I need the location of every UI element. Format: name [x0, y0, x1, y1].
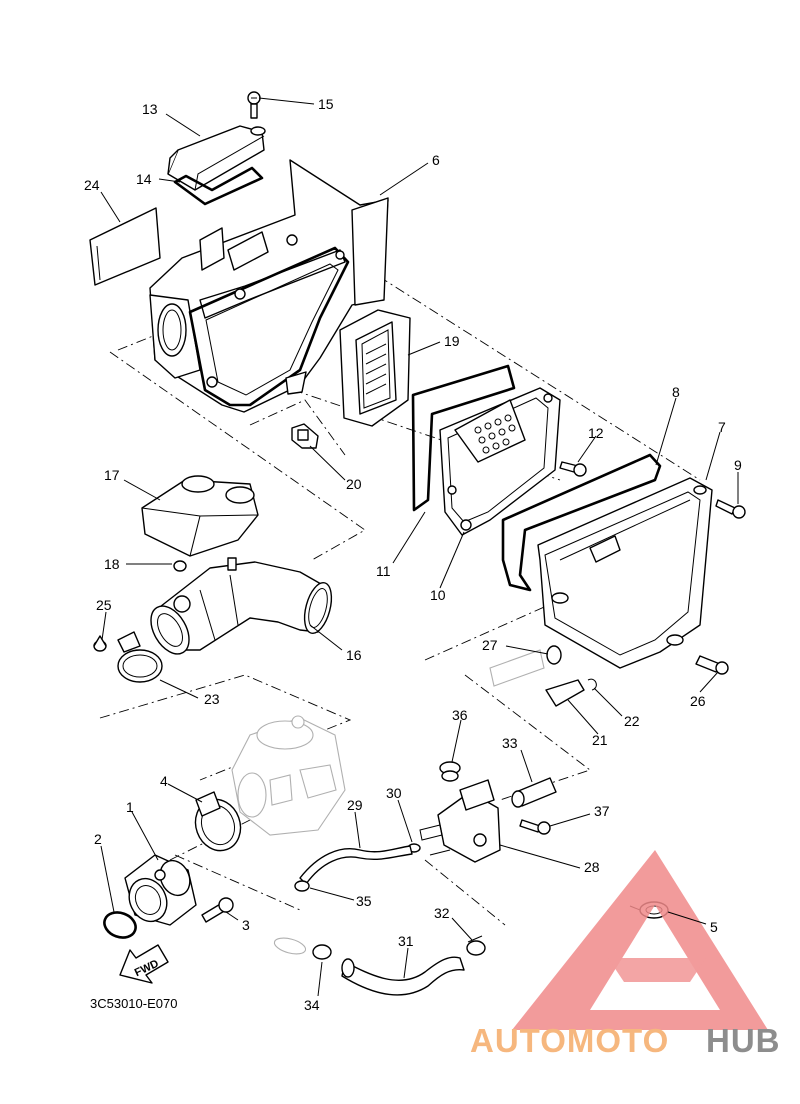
callout-7: 7: [718, 419, 726, 435]
part-15-screw: [247, 91, 261, 119]
part-12-screw: [559, 461, 587, 477]
part-1-manifold: [124, 854, 197, 926]
callout-10: 10: [430, 587, 446, 603]
carburetor-reference: [231, 715, 346, 836]
plate-holes: [474, 414, 516, 454]
part-9-screw: [715, 499, 746, 519]
automotohub-logo: [512, 850, 768, 1030]
part-32-clip: [466, 935, 486, 956]
callout-21: 21: [592, 732, 608, 748]
part-37-bolt: [519, 819, 551, 835]
callout-18: 18: [104, 556, 120, 572]
part-19-filter: [339, 309, 411, 427]
part-33-hose: [511, 777, 557, 808]
callout-20: 20: [346, 476, 362, 492]
fwd-arrow: FWD: [119, 944, 169, 984]
callout-30: 30: [386, 785, 402, 801]
callout-5: 5: [710, 919, 718, 935]
callout-29: 29: [347, 797, 363, 813]
callout-34: 34: [304, 997, 320, 1013]
part-7-cover: [537, 477, 713, 669]
callout-13: 13: [142, 101, 158, 117]
callout-11: 11: [376, 563, 391, 579]
callout-37: 37: [594, 803, 610, 819]
part-6-air-box: [149, 159, 389, 413]
callout-6: 6: [432, 152, 440, 168]
callout-15: 15: [318, 96, 334, 112]
part-16-intake-joint: [150, 557, 333, 655]
part-20-clip: [291, 423, 319, 449]
part-23-clamp: [117, 631, 163, 683]
part-25-plug: [93, 635, 107, 652]
callout-17: 17: [104, 467, 120, 483]
callout-23: 23: [204, 691, 220, 707]
part-3-bolt: [201, 897, 234, 923]
callouts: 13 15 14 6 24 19 8 12 7 9 20 17 18 11 10…: [84, 96, 742, 1013]
callout-33: 33: [502, 735, 518, 751]
callout-24: 24: [84, 177, 100, 193]
part-36-grommet: [439, 761, 461, 782]
callout-16: 16: [346, 647, 362, 663]
part-11-gasket: [411, 364, 516, 512]
diagram-code: 3C53010-E070: [90, 996, 177, 1011]
part-29-hose: [299, 845, 413, 885]
callout-2: 2: [94, 831, 102, 847]
part-17-foam: [141, 475, 259, 557]
callout-19: 19: [444, 333, 460, 349]
part-27-hose: [489, 645, 562, 687]
callout-35: 35: [356, 893, 372, 909]
callout-25: 25: [96, 597, 112, 613]
callout-28: 28: [584, 859, 600, 875]
part-35-clip: [294, 880, 310, 892]
callout-36: 36: [452, 707, 468, 723]
callout-27: 27: [482, 637, 498, 653]
watermark-text-hub: HUB: [706, 1022, 781, 1059]
callout-26: 26: [690, 693, 706, 709]
part-31-hose: [341, 956, 465, 996]
part-13-cover: [167, 125, 266, 191]
part-28-valve: [419, 779, 501, 863]
callout-8: 8: [672, 384, 680, 400]
callout-9: 9: [734, 457, 742, 473]
part-22-clip: [587, 678, 597, 691]
callout-4: 4: [160, 773, 168, 789]
callout-31: 31: [398, 933, 414, 949]
part-10-plate: [439, 387, 561, 536]
part-34-clip: [273, 937, 332, 960]
part-26-bolt: [695, 655, 729, 675]
part-4-clamp: [194, 791, 242, 852]
part-18-clip: [158, 560, 187, 572]
callout-32: 32: [434, 905, 450, 921]
callout-14: 14: [136, 171, 152, 187]
part-2-o-ring: [103, 911, 137, 939]
part-21-plug: [545, 679, 585, 707]
part-14-seal: [173, 166, 264, 206]
callout-22: 22: [624, 713, 640, 729]
part-24-panel: [89, 207, 161, 286]
callout-1: 1: [126, 799, 134, 815]
watermark-text-automoto: AUTOMOTO: [470, 1022, 669, 1059]
part-8-gasket: [501, 453, 662, 592]
callout-3: 3: [242, 917, 250, 933]
callout-12: 12: [588, 425, 604, 441]
